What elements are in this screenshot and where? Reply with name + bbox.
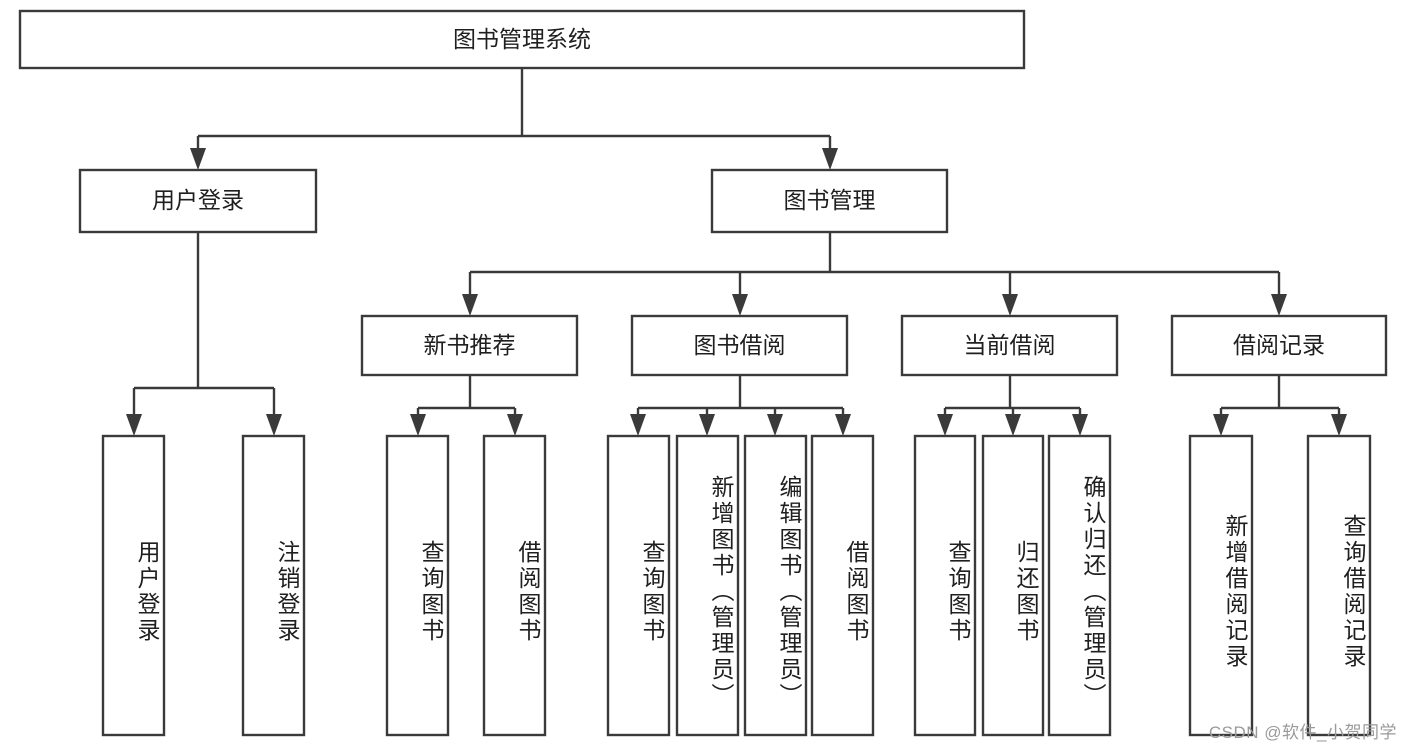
leaf-box-4[interactable]: [606, 434, 671, 737]
arrowhead-icon: [1072, 414, 1088, 436]
level3-box-3[interactable]: [1170, 314, 1388, 377]
arrowhead-icon: [462, 294, 478, 316]
level3-box-2[interactable]: [900, 314, 1119, 377]
level3-box-1[interactable]: [630, 314, 849, 377]
arrowhead-icon: [1331, 414, 1347, 436]
arrowhead-icon: [1005, 414, 1021, 436]
leaf-box-2[interactable]: [385, 434, 450, 737]
leaf-box-1[interactable]: [241, 434, 306, 737]
leaf-box-12[interactable]: [1306, 434, 1372, 737]
arrowhead-icon: [190, 148, 206, 170]
arrowhead-icon: [266, 414, 282, 436]
arrowhead-icon: [732, 294, 748, 316]
arrowhead-icon: [1002, 294, 1018, 316]
arrowhead-icon: [835, 414, 851, 436]
leaf-box-8[interactable]: [913, 434, 977, 737]
leaf-box-10[interactable]: [1047, 434, 1112, 737]
arrowhead-icon: [630, 414, 646, 436]
arrowhead-icon: [1271, 294, 1287, 316]
connectors-layer: [126, 68, 1347, 436]
arrowhead-icon: [1213, 414, 1229, 436]
arrowhead-icon: [822, 148, 838, 170]
leaf-box-5[interactable]: [675, 434, 740, 737]
leaf-box-9[interactable]: [981, 434, 1045, 737]
arrowhead-icon: [767, 414, 783, 436]
arrowhead-icon: [507, 414, 523, 436]
leaf-box-0[interactable]: [101, 434, 166, 737]
leaf-box-11[interactable]: [1188, 434, 1254, 737]
leaf-box-7[interactable]: [810, 434, 875, 737]
leaf-box-3[interactable]: [482, 434, 547, 737]
level3-box-0[interactable]: [360, 314, 579, 377]
arrowhead-icon: [937, 414, 953, 436]
level2-box-0[interactable]: [78, 168, 318, 234]
root-box-0[interactable]: [18, 9, 1026, 70]
leaf-box-6[interactable]: [743, 434, 808, 737]
arrowhead-icon: [699, 414, 715, 436]
arrowhead-icon: [410, 414, 426, 436]
level2-box-1[interactable]: [710, 168, 949, 234]
arrowhead-icon: [126, 414, 142, 436]
boxes-layer: [18, 9, 1388, 737]
